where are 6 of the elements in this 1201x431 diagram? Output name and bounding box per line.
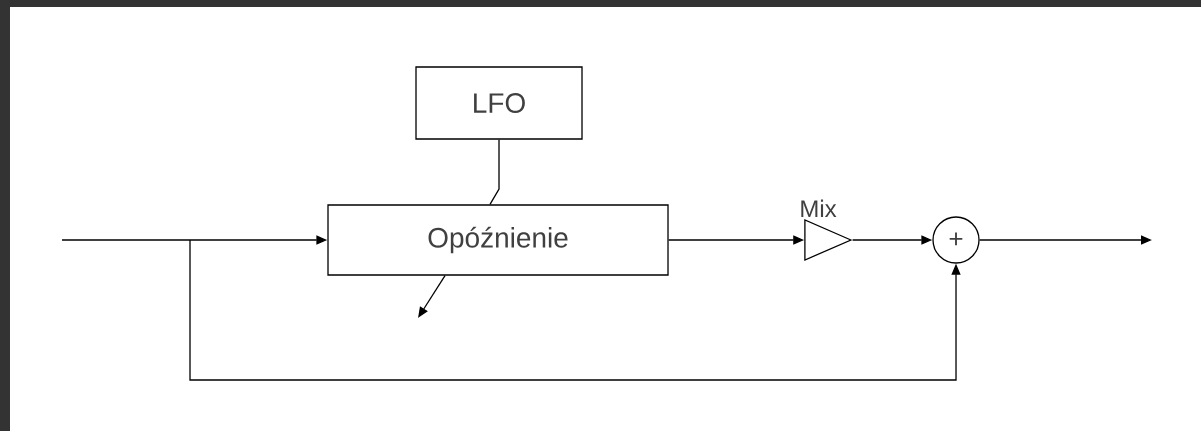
lfo-box: LFO: [415, 66, 583, 140]
delay-box: Opóźnienie: [327, 204, 669, 276]
arrow: [189, 239, 961, 381]
connector-line: [489, 139, 500, 205]
arrow: [418, 275, 446, 318]
amplifier-label: Mix: [801, 199, 837, 217]
